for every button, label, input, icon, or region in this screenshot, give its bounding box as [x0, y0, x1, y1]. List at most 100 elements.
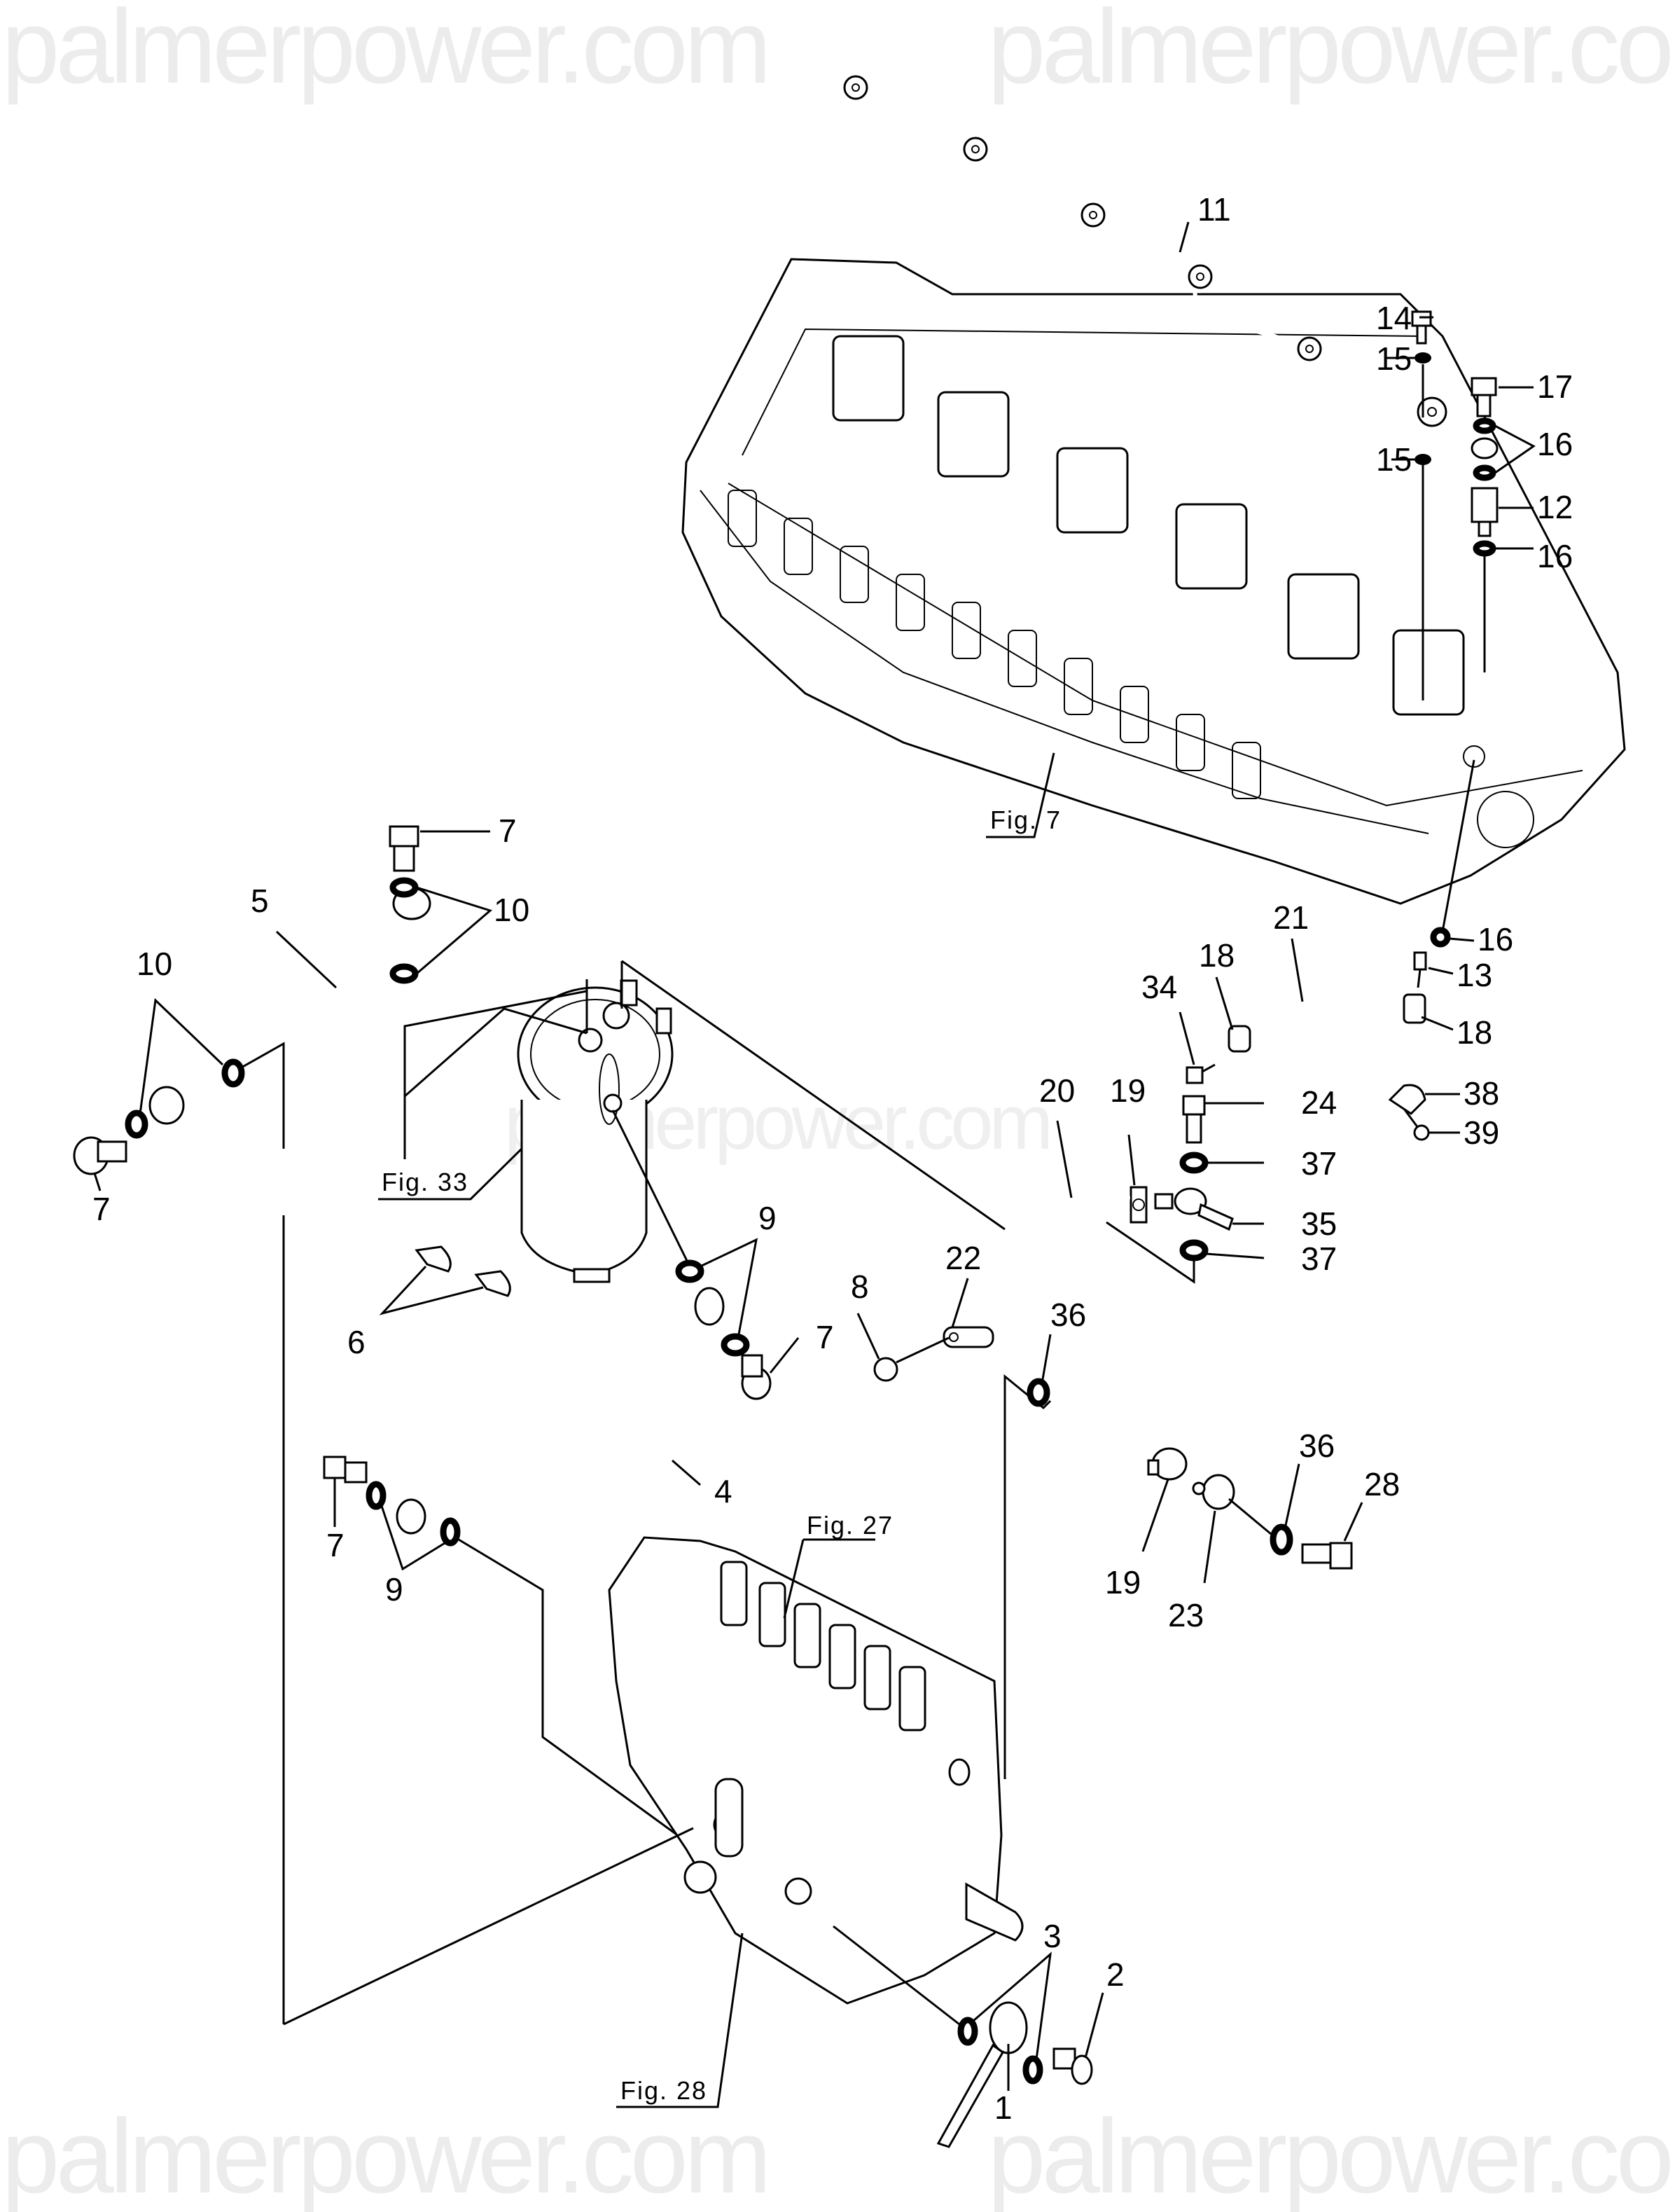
gasket-37-b — [1179, 1239, 1209, 1261]
callout-11[interactable]: 11 — [1197, 191, 1231, 228]
fig-7-label[interactable]: Fig. 7 — [990, 806, 1062, 834]
callout-10[interactable]: 10 — [494, 892, 529, 928]
washer-15-bottom — [1415, 454, 1431, 465]
callout-5[interactable]: 5 — [251, 883, 269, 919]
banjo-bolt-7-right — [741, 1354, 772, 1400]
gasket-3-right — [1022, 2055, 1043, 2085]
callout-3[interactable]: 3 — [1043, 1918, 1062, 1954]
callout-9[interactable]: 9 — [758, 1200, 777, 1236]
joint-35 — [1154, 1187, 1234, 1231]
bolt-8 — [873, 1336, 950, 1382]
watermark-bottom-left: palmerpower.com — [1, 2097, 767, 2212]
fuel-return-pipe — [843, 75, 1499, 459]
banjo-bolt-2 — [1052, 2047, 1093, 2085]
joint-13 — [1413, 951, 1427, 988]
bolt-28 — [1301, 1542, 1353, 1570]
callout-7[interactable]: 7 — [816, 1319, 834, 1355]
callout-37[interactable]: 37 — [1301, 1240, 1337, 1277]
bolt-17 — [1471, 377, 1497, 417]
callout-24[interactable]: 24 — [1301, 1084, 1337, 1121]
rocker-assemblies — [832, 335, 1465, 716]
callout-6[interactable]: 6 — [347, 1324, 366, 1360]
callout-16[interactable]: 16 — [1478, 921, 1513, 958]
cylinder-head — [681, 258, 1626, 905]
callout-22[interactable]: 22 — [945, 1240, 981, 1276]
gasket-37-a — [1179, 1152, 1209, 1174]
callout-4[interactable]: 4 — [714, 1473, 732, 1509]
banjo-bolt-7-top — [389, 825, 419, 872]
callout-19[interactable]: 19 — [1110, 1072, 1146, 1109]
fig-27-label[interactable]: Fig. 27 — [807, 1511, 894, 1540]
banjo-1 — [936, 2001, 1028, 2148]
gasket-9-left — [366, 1481, 387, 1510]
adapter-12 — [1471, 487, 1499, 537]
callout-36[interactable]: 36 — [1299, 1428, 1335, 1464]
callout-2[interactable]: 2 — [1106, 1956, 1125, 1993]
callout-23[interactable]: 23 — [1168, 1597, 1204, 1633]
fig-33-label[interactable]: Fig. 33 — [382, 1168, 468, 1196]
callout-18[interactable]: 18 — [1457, 1014, 1492, 1051]
gasket-16-c — [1473, 540, 1496, 557]
callout-15[interactable]: 15 — [1376, 340, 1412, 377]
callout-37[interactable]: 37 — [1301, 1145, 1337, 1182]
callout-7[interactable]: 7 — [499, 813, 517, 849]
gasket-9-bottom — [440, 1517, 461, 1547]
injection-pump — [608, 1536, 1024, 2005]
callout-1[interactable]: 1 — [994, 2089, 1013, 2126]
gasket-10-top — [389, 877, 419, 898]
callout-19[interactable]: 19 — [1105, 1564, 1141, 1601]
clip-19-bottom — [1147, 1447, 1188, 1481]
callout-20[interactable]: 20 — [1039, 1072, 1075, 1109]
callout-13[interactable]: 13 — [1457, 957, 1492, 993]
gasket-9-top — [675, 1259, 704, 1283]
callout-12[interactable]: 12 — [1537, 489, 1573, 525]
elbow-34 — [1186, 1063, 1216, 1084]
callout-15[interactable]: 15 — [1376, 441, 1412, 478]
intake-ports — [728, 490, 1261, 799]
gasket-16-d — [1430, 927, 1451, 948]
callout-8[interactable]: 8 — [851, 1269, 869, 1305]
callout-7[interactable]: 7 — [92, 1191, 111, 1227]
gasket-16-b — [1473, 464, 1496, 481]
callout-21[interactable]: 21 — [1273, 899, 1309, 936]
clip-18-right — [1403, 993, 1426, 1024]
clip-6 — [415, 1245, 511, 1297]
washer-15-top — [1415, 352, 1431, 364]
joint-23 — [1192, 1474, 1235, 1510]
callout-16[interactable]: 16 — [1537, 426, 1573, 462]
callout-36[interactable]: 36 — [1050, 1297, 1086, 1333]
watermark-bottom-right: palmerpower.com — [987, 2097, 1675, 2212]
callout-10[interactable]: 10 — [137, 946, 172, 982]
gasket-9-mid — [721, 1333, 750, 1357]
gasket-10-left-b — [125, 1110, 148, 1139]
gasket-36-b — [1270, 1523, 1293, 1556]
callout-28[interactable]: 28 — [1364, 1466, 1400, 1502]
gasket-3-left — [957, 2017, 978, 2046]
callout-7[interactable]: 7 — [326, 1527, 345, 1563]
callout-16[interactable]: 16 — [1537, 538, 1573, 574]
fig-28-label[interactable]: Fig. 28 — [620, 2076, 707, 2105]
callout-18[interactable]: 18 — [1199, 937, 1235, 974]
bolt-39 — [1403, 1108, 1430, 1141]
callout-38[interactable]: 38 — [1464, 1075, 1499, 1112]
clamp-22 — [943, 1326, 994, 1348]
banjo-bolt-7-left — [73, 1136, 127, 1175]
callout-17[interactable]: 17 — [1537, 368, 1573, 405]
clip-19-top — [1130, 1186, 1148, 1224]
banjo-bolt-7-lower-left — [323, 1456, 368, 1484]
callout-9[interactable]: 9 — [385, 1571, 403, 1608]
bolt-14 — [1411, 310, 1432, 345]
callout-35[interactable]: 35 — [1301, 1205, 1337, 1242]
callout-34[interactable]: 34 — [1141, 969, 1177, 1005]
watermark-top-right: palmerpower.com — [987, 0, 1675, 105]
gasket-10-left-a — [221, 1058, 245, 1088]
clamp-38 — [1388, 1084, 1426, 1115]
bolt-24 — [1182, 1095, 1206, 1144]
clip-18-left — [1228, 1025, 1251, 1053]
callout-39[interactable]: 39 — [1464, 1114, 1499, 1151]
callout-labels: 11 14 15 15 17 16 12 16 7 10 5 10 7 16 1… — [92, 191, 1573, 2126]
gasket-16-a — [1473, 417, 1496, 434]
callout-14[interactable]: 14 — [1376, 300, 1412, 336]
watermark-top-left: palmerpower.com — [1, 0, 767, 105]
